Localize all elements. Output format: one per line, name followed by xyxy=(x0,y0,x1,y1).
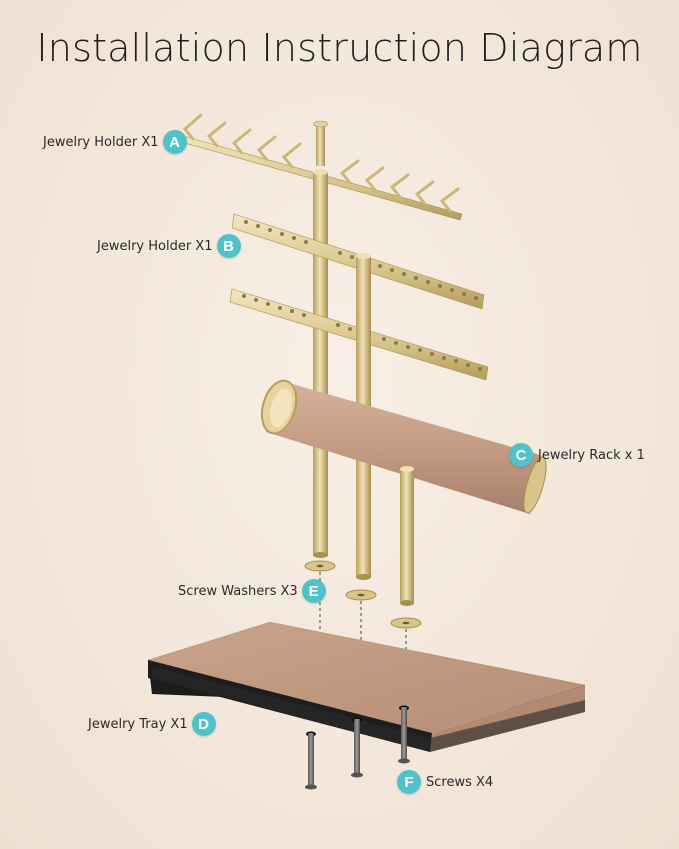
callout-a: Jewelry Holder X1 A xyxy=(43,130,187,154)
callout-b-label: Jewelry Holder X1 xyxy=(97,238,213,254)
callout-a-label: Jewelry Holder X1 xyxy=(43,134,159,150)
jewelry-rack-cylinder xyxy=(260,379,547,514)
callout-c-label: Jewelry Rack x 1 xyxy=(538,447,645,463)
callout-f-label: Screws X4 xyxy=(426,774,494,790)
callout-d-badge: D xyxy=(191,712,216,736)
callout-c: C Jewelry Rack x 1 xyxy=(509,443,645,467)
callout-d: Jewelry Tray X1 D xyxy=(88,712,216,736)
callout-e-badge: E xyxy=(301,579,326,603)
callout-f: F Screws X4 xyxy=(397,770,493,794)
alignment-guides xyxy=(319,572,407,656)
pole-short xyxy=(400,466,414,606)
screws xyxy=(305,707,410,790)
callout-d-label: Jewelry Tray X1 xyxy=(88,716,188,732)
callout-a-badge: A xyxy=(162,130,187,154)
top-pin xyxy=(313,120,328,166)
jewelry-tray xyxy=(148,622,585,752)
callout-e-label: Screw Washers X3 xyxy=(178,583,298,599)
callout-e: Screw Washers X3 E xyxy=(178,579,326,603)
pole-left xyxy=(313,169,328,558)
callout-f-badge: F xyxy=(397,770,421,794)
screw-washers xyxy=(304,560,422,629)
callout-b-badge: B xyxy=(216,234,241,258)
callout-b: Jewelry Holder X1 B xyxy=(97,234,241,258)
diagram-title: Installation Instruction Diagram xyxy=(36,26,643,70)
callout-c-badge: C xyxy=(509,443,533,467)
